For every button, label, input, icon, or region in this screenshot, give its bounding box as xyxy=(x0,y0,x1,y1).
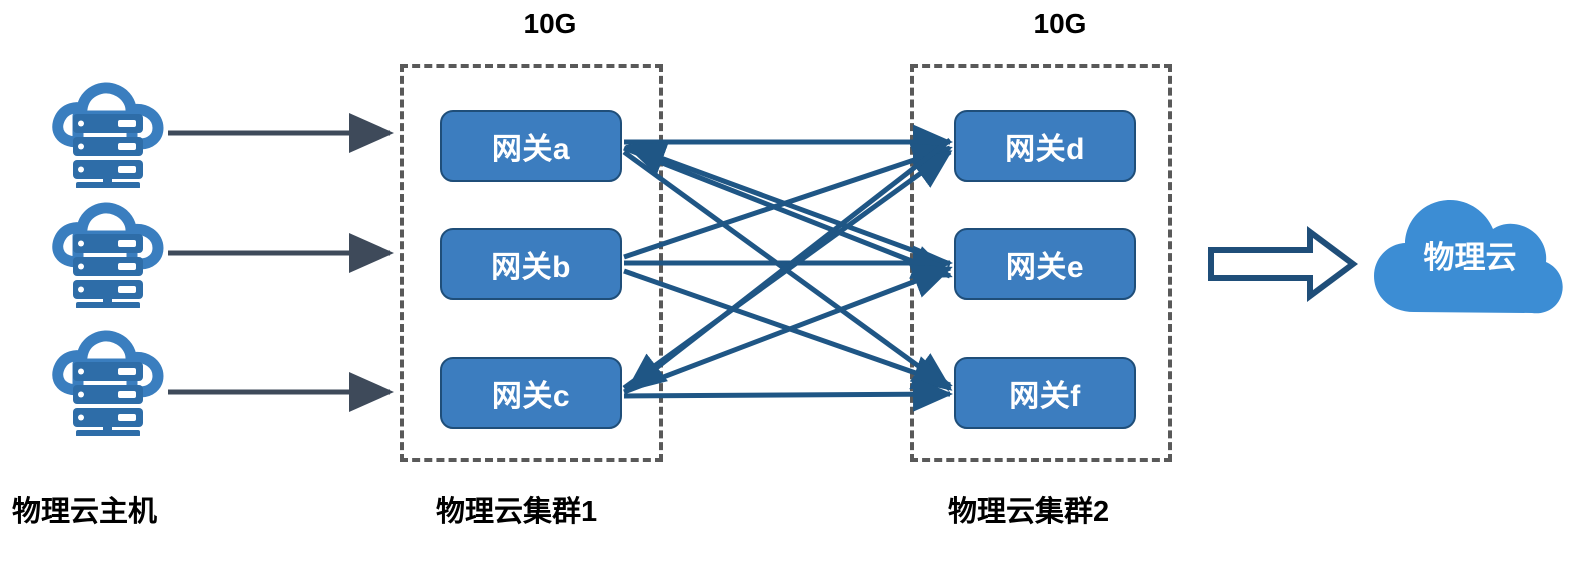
gateway-e-label: 网关e xyxy=(1005,251,1085,284)
link-c-to-d xyxy=(622,149,953,391)
gateway-node-f[interactable]: 网关f xyxy=(954,357,1136,429)
gateway-node-b[interactable]: 网关b xyxy=(440,228,622,300)
link-c-to-f xyxy=(623,376,953,412)
label-cluster1: 物理云集群1 xyxy=(436,496,598,528)
gateway-node-d[interactable]: 网关d xyxy=(954,110,1136,182)
link-a-to-f xyxy=(622,149,953,392)
gateway-c-label: 网关c xyxy=(491,380,571,413)
gateway-node-e[interactable]: 网关e xyxy=(954,228,1136,300)
link-speed-label-left: 10G xyxy=(523,8,577,39)
link-b-to-d xyxy=(623,143,953,260)
link-d-to-c xyxy=(625,138,952,392)
physical-cloud-label: 物理云 xyxy=(1424,240,1517,275)
cloud-server-icon-host-3 xyxy=(48,324,168,437)
block-arrow-right xyxy=(1206,226,1359,307)
gateway-node-c[interactable]: 网关c xyxy=(440,357,622,429)
link-c-to-e xyxy=(623,264,953,395)
link-a-to-e xyxy=(623,145,953,279)
link-e-to-a xyxy=(625,142,951,267)
gateway-a-label: 网关a xyxy=(491,133,571,166)
label-physical-cloud-hosts: 物理云主机 xyxy=(12,496,158,528)
gateway-b-label: 网关b xyxy=(491,251,571,284)
cloud-server-icon-host-1 xyxy=(48,76,168,189)
physical-cloud-node[interactable]: 物理云 xyxy=(1368,188,1568,329)
gateway-f-label: 网关f xyxy=(1009,380,1081,413)
cloud-server-icon-host-2 xyxy=(48,196,168,309)
link-speed-label-right: 10G xyxy=(1033,8,1087,39)
gateway-d-label: 网关d xyxy=(1005,133,1085,166)
gateway-node-a[interactable]: 网关a xyxy=(440,110,622,182)
label-cluster2: 物理云集群2 xyxy=(948,496,1110,528)
link-b-to-f xyxy=(623,268,953,390)
